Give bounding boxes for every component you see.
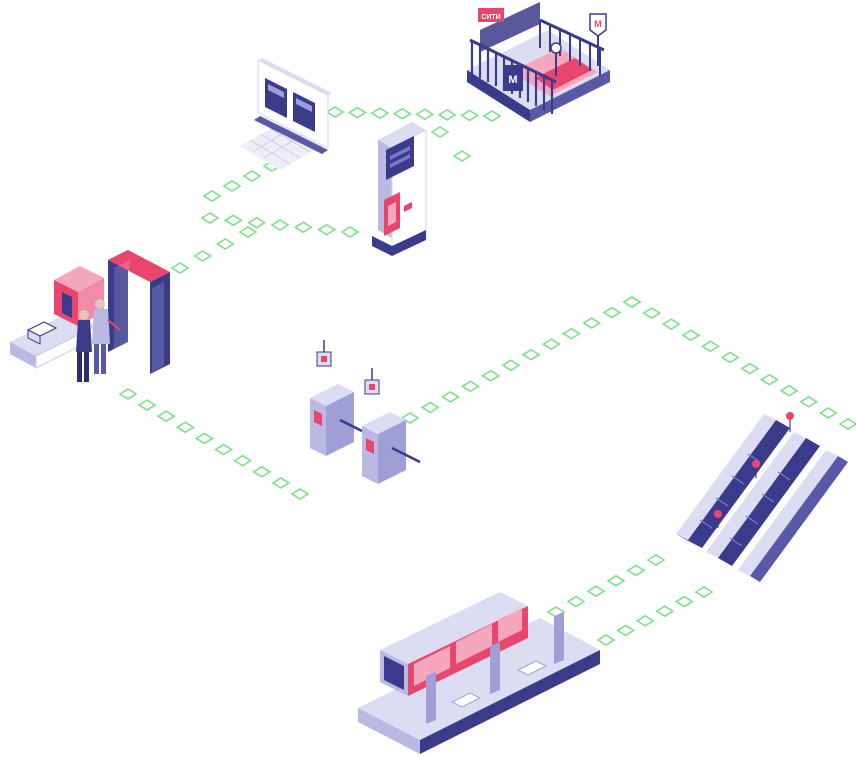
path-tile bbox=[694, 586, 714, 598]
path-tile bbox=[622, 296, 642, 308]
path-tile bbox=[270, 219, 290, 231]
path-tile bbox=[420, 401, 440, 414]
path-tile bbox=[635, 614, 655, 627]
path-tile bbox=[194, 432, 214, 445]
path-tile bbox=[202, 190, 222, 202]
path-tile bbox=[170, 262, 190, 274]
svg-text:M: M bbox=[594, 19, 602, 29]
path-tile bbox=[242, 170, 262, 182]
path-tile bbox=[561, 327, 581, 340]
path-tile bbox=[481, 369, 501, 382]
path-tile bbox=[200, 212, 220, 224]
path-tile bbox=[347, 106, 367, 119]
path-tile bbox=[452, 150, 472, 162]
path-tile bbox=[626, 564, 646, 577]
path-tile bbox=[838, 418, 856, 430]
path-tile bbox=[293, 221, 313, 234]
entrance-sign-text: СИТИ bbox=[481, 14, 500, 21]
path-tile bbox=[440, 390, 460, 403]
path-tile bbox=[461, 380, 481, 393]
path-tile bbox=[193, 250, 213, 262]
path-tile bbox=[223, 214, 243, 227]
path-tile bbox=[233, 454, 253, 467]
metro-entrance-icon: СИТИ M M bbox=[467, 2, 610, 122]
path-tile bbox=[740, 362, 760, 375]
escalators-icon bbox=[676, 412, 848, 582]
path-tile bbox=[247, 216, 267, 229]
path-tile bbox=[622, 296, 642, 308]
train-platform-icon bbox=[358, 592, 600, 754]
turnstiles-icon bbox=[310, 340, 421, 484]
path-tile bbox=[271, 476, 291, 489]
path-tile bbox=[215, 238, 235, 250]
path-tile bbox=[521, 348, 541, 361]
path-tile bbox=[596, 634, 616, 646]
path-tile bbox=[460, 109, 480, 122]
path-tile bbox=[566, 595, 586, 608]
path-tile bbox=[759, 373, 779, 386]
path-tile bbox=[370, 107, 390, 120]
path-tile bbox=[655, 605, 675, 618]
path-tile bbox=[482, 110, 502, 122]
path-tile bbox=[437, 108, 457, 121]
path-tile bbox=[646, 554, 666, 566]
path-tile bbox=[701, 340, 721, 353]
path-tile bbox=[661, 318, 681, 331]
path-tile bbox=[582, 317, 602, 330]
path-tile bbox=[430, 126, 450, 138]
path-tile bbox=[238, 226, 258, 238]
path-tile bbox=[415, 108, 435, 121]
passenger bbox=[92, 299, 121, 374]
path-tile bbox=[214, 443, 234, 456]
ticket-machine-icon bbox=[372, 122, 427, 256]
path-tile bbox=[779, 384, 799, 397]
path-tile bbox=[290, 488, 310, 500]
path-tile bbox=[392, 107, 412, 120]
path-tile bbox=[156, 410, 176, 423]
path-tile bbox=[720, 351, 740, 364]
path-tile bbox=[222, 180, 242, 192]
path-tile bbox=[501, 359, 521, 372]
path-tile bbox=[681, 329, 701, 342]
path-tile bbox=[642, 307, 662, 320]
path-tile bbox=[400, 412, 420, 424]
ticket-office-icon bbox=[240, 58, 332, 170]
path-tile bbox=[541, 338, 561, 351]
path-tile bbox=[317, 223, 337, 236]
path-tile bbox=[252, 465, 272, 478]
path-tile bbox=[818, 406, 838, 419]
entrance-metro-letter: M bbox=[508, 74, 517, 86]
path-tile bbox=[602, 306, 622, 319]
security-check-icon bbox=[10, 250, 170, 382]
path-tile bbox=[799, 395, 819, 408]
path-tile bbox=[616, 624, 636, 637]
path-tile bbox=[137, 399, 157, 412]
path-tile bbox=[325, 106, 345, 118]
path-tile bbox=[674, 595, 694, 608]
path-tile bbox=[175, 421, 195, 434]
path-tile bbox=[606, 574, 626, 587]
path-tile bbox=[340, 226, 360, 238]
path-tile bbox=[586, 585, 606, 598]
security-officer bbox=[76, 310, 92, 382]
path-tile bbox=[118, 388, 138, 400]
